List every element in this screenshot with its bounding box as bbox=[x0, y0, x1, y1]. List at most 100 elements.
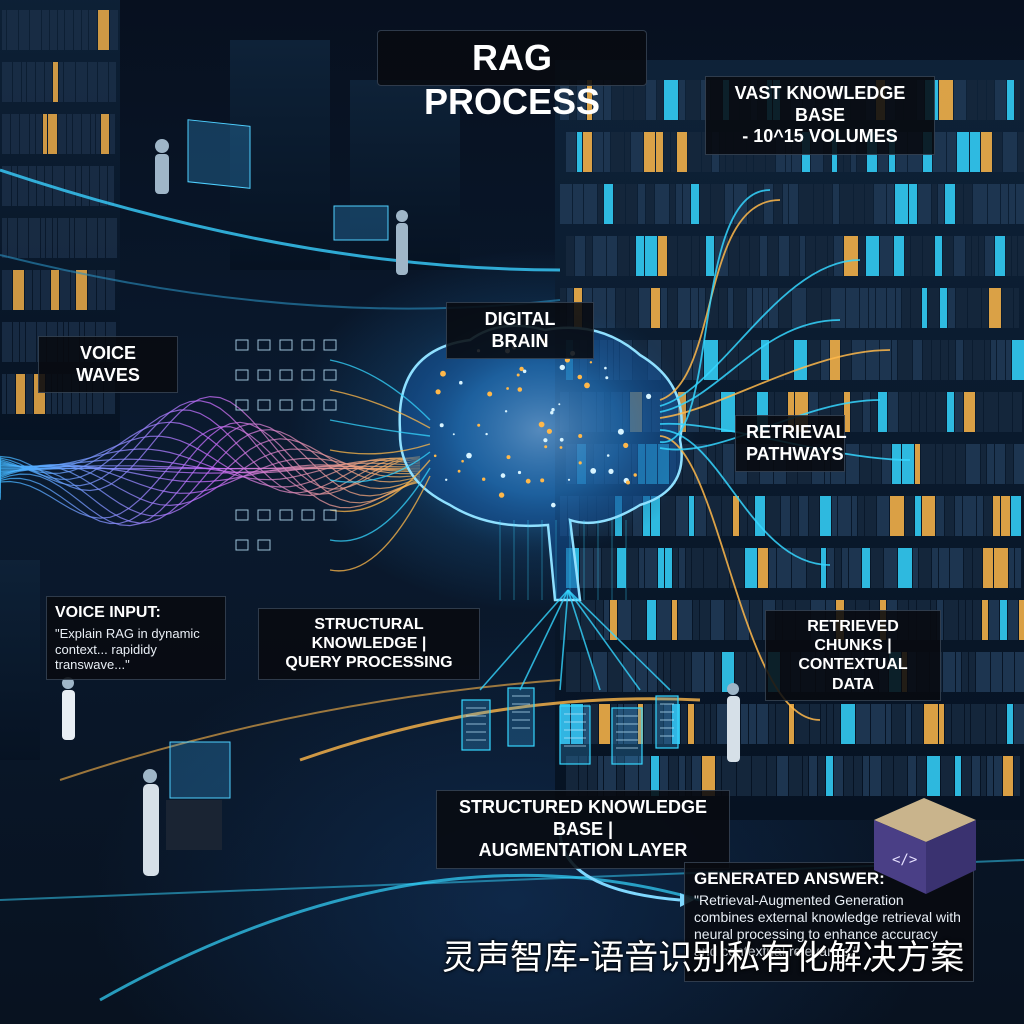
book-spine bbox=[760, 236, 767, 276]
book-spine bbox=[604, 80, 611, 120]
book-spine bbox=[560, 704, 570, 744]
retrieval-pathway bbox=[659, 259, 861, 407]
retrieval-pathway bbox=[659, 429, 831, 566]
book-spine bbox=[819, 392, 830, 432]
book-spine bbox=[892, 704, 905, 744]
book-spine bbox=[905, 496, 914, 536]
book-spine bbox=[41, 218, 45, 258]
book-spine bbox=[636, 652, 647, 692]
neuron-dot bbox=[485, 432, 488, 436]
book-spine bbox=[785, 340, 793, 380]
book-spine bbox=[884, 548, 897, 588]
book-spine bbox=[658, 548, 664, 588]
book-spine bbox=[959, 600, 965, 640]
floating-knowledge-icon bbox=[279, 339, 293, 351]
book-spine bbox=[18, 218, 28, 258]
book-spine bbox=[833, 184, 839, 224]
book-spine bbox=[82, 10, 88, 50]
book-spine bbox=[927, 392, 935, 432]
book-spine bbox=[1006, 444, 1013, 484]
book-spine bbox=[692, 652, 704, 692]
book-spine bbox=[844, 392, 850, 432]
book-spine bbox=[906, 704, 911, 744]
book-spine bbox=[792, 548, 806, 588]
book-spine bbox=[966, 444, 980, 484]
book-spine bbox=[939, 704, 944, 744]
book-spine bbox=[978, 80, 986, 120]
neuron-dot bbox=[452, 433, 455, 436]
book-spine bbox=[911, 236, 922, 276]
book-spine bbox=[788, 392, 794, 432]
book-spine bbox=[106, 218, 117, 258]
book-spine bbox=[97, 270, 105, 310]
book-spine bbox=[902, 288, 910, 328]
book-spine bbox=[809, 756, 817, 796]
book-spine bbox=[887, 288, 895, 328]
book-spine bbox=[692, 236, 699, 276]
vast-knowledge-line1: VAST KNOWLEDGE BASE bbox=[734, 83, 906, 125]
book-spine bbox=[799, 184, 813, 224]
book-spine bbox=[789, 704, 794, 744]
book-spine bbox=[1015, 548, 1021, 588]
book-spine bbox=[987, 80, 994, 120]
neuron-dot bbox=[506, 387, 509, 390]
book-spine bbox=[53, 166, 64, 206]
book-spine bbox=[65, 10, 73, 50]
book-spine bbox=[625, 132, 630, 172]
book-spine bbox=[909, 184, 917, 224]
book-spine bbox=[827, 548, 834, 588]
book-spine bbox=[968, 288, 981, 328]
book-spine bbox=[1000, 600, 1007, 640]
book-spine bbox=[678, 288, 690, 328]
book-spine bbox=[584, 704, 590, 744]
book-spine bbox=[957, 132, 969, 172]
book-spine bbox=[806, 236, 815, 276]
book-spine bbox=[617, 548, 626, 588]
book-spine bbox=[691, 184, 699, 224]
book-spine bbox=[870, 756, 881, 796]
floating-knowledge-icon bbox=[279, 369, 293, 381]
book-spine bbox=[1014, 444, 1024, 484]
book-spine bbox=[686, 80, 700, 120]
book-spine bbox=[741, 704, 748, 744]
book-spine bbox=[2, 374, 6, 414]
book-spine bbox=[13, 62, 21, 102]
neuron-dot bbox=[590, 468, 597, 474]
book-spine bbox=[722, 756, 736, 796]
book-spine bbox=[862, 548, 870, 588]
book-spine bbox=[34, 374, 45, 414]
book-spine bbox=[939, 80, 953, 120]
book-spine bbox=[835, 548, 841, 588]
book-spine bbox=[810, 704, 820, 744]
book-spine bbox=[846, 288, 859, 328]
book-spine bbox=[947, 132, 956, 172]
neuron-dot bbox=[517, 470, 522, 475]
chunks-line2: CONTEXTUAL DATA bbox=[798, 656, 908, 693]
book-spine bbox=[26, 374, 33, 414]
book-spine bbox=[915, 444, 920, 484]
book-spine bbox=[767, 756, 776, 796]
watermark-text: 灵声智库-语音识别私有化解决方案 bbox=[442, 938, 965, 978]
book-spine bbox=[898, 548, 912, 588]
book-spine bbox=[854, 756, 862, 796]
retrieval-pathways-label: RETRIEVAL PATHWAYS bbox=[735, 415, 847, 473]
book-spine bbox=[919, 548, 931, 588]
input-pathway bbox=[329, 475, 431, 572]
book-spine bbox=[688, 704, 694, 744]
book-spine bbox=[22, 62, 26, 102]
book-spine bbox=[7, 10, 18, 50]
voice-input-text: "Explain RAG in dynamic context... rapid… bbox=[55, 626, 200, 673]
input-pathway bbox=[329, 419, 431, 437]
book-spine bbox=[672, 704, 680, 744]
structural-line2: QUERY PROCESSING bbox=[285, 654, 453, 672]
book-spine bbox=[580, 548, 593, 588]
book-spine bbox=[841, 340, 851, 380]
book-spine bbox=[733, 496, 739, 536]
book-spine bbox=[13, 270, 24, 310]
book-spine bbox=[76, 166, 81, 206]
book-spine bbox=[646, 184, 654, 224]
book-spine bbox=[7, 374, 15, 414]
book-spine bbox=[716, 444, 722, 484]
book-spine bbox=[940, 288, 947, 328]
neuron-dot bbox=[626, 480, 630, 485]
